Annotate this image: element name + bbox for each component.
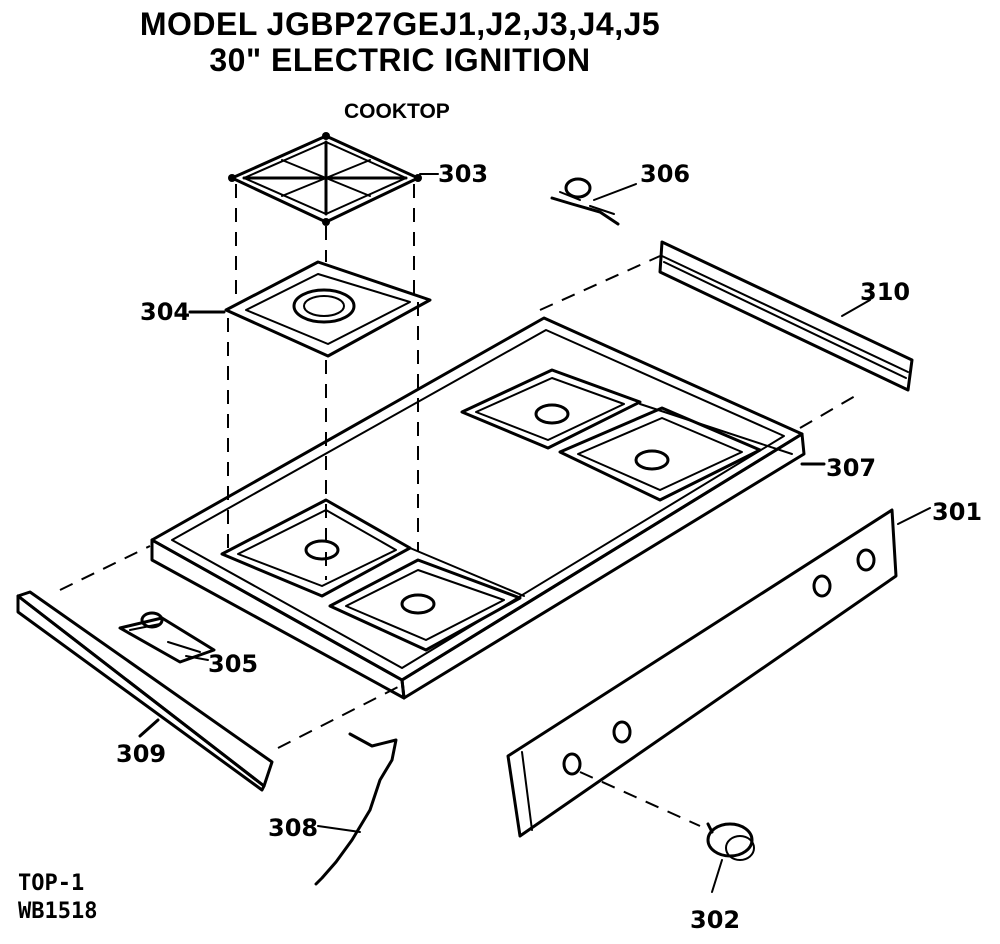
part-302-burner-valve xyxy=(706,822,755,893)
part-308-spring-clip xyxy=(314,732,398,886)
diagram-title-ignition: 30" ELECTRIC IGNITION xyxy=(209,42,591,78)
part-label-309: 309 xyxy=(116,740,166,768)
part-label-304: 304 xyxy=(140,298,190,326)
part-304-drip-pan xyxy=(188,260,432,358)
part-303-grate xyxy=(228,132,439,226)
part-301-control-panel xyxy=(506,507,931,838)
part-310-rear-trim xyxy=(658,240,914,392)
section-label-cooktop: COOKTOP xyxy=(344,100,450,123)
part-305-bracket xyxy=(118,611,216,664)
part-309-front-trim xyxy=(16,590,274,792)
part-label-308: 308 xyxy=(268,814,318,842)
part-label-306: 306 xyxy=(640,160,690,188)
footer-code-wb: WB1518 xyxy=(18,899,98,924)
part-307-cooktop-top xyxy=(150,316,826,700)
part-label-307: 307 xyxy=(826,454,876,482)
part-label-301: 301 xyxy=(932,498,982,526)
part-label-303: 303 xyxy=(438,160,488,188)
part-label-302: 302 xyxy=(690,906,740,934)
part-label-310: 310 xyxy=(860,278,910,306)
part-306-igniter xyxy=(550,177,637,226)
footer-code-top: TOP-1 xyxy=(18,871,85,896)
part-label-305: 305 xyxy=(208,650,258,678)
diagram-title-model: MODEL JGBP27GEJ1,J2,J3,J4,J5 xyxy=(139,6,661,42)
